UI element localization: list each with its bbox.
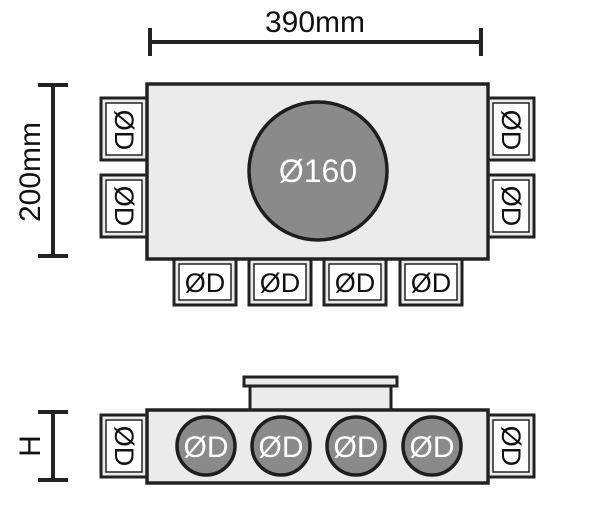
port-label: ØD (260, 268, 301, 298)
front-spigot-label: ØD (334, 431, 379, 464)
front-spigot-2 (250, 415, 312, 477)
left-port-top: ØD (99, 96, 149, 162)
bottom-port-1: ØD (172, 257, 238, 307)
port-label: ØD (496, 110, 526, 151)
right-port-bottom: ØD (486, 173, 536, 239)
left-port-bottom: ØD (99, 173, 149, 239)
top-view: 390mm 200mm ØD ØD ØD ØD (14, 6, 536, 307)
top-collar (242, 375, 399, 412)
width-label: 390mm (265, 6, 365, 39)
port-label: ØD (109, 426, 139, 467)
bottom-port-2: ØD (247, 257, 313, 307)
side-view: H ØD ØD ØD ØD ØD ØD (14, 375, 536, 485)
port-label: ØD (185, 268, 226, 298)
width-dimension: 390mm (148, 6, 483, 56)
h-label: H (14, 435, 47, 457)
port-label: ØD (496, 186, 526, 227)
h-dimension: H (14, 410, 68, 482)
front-spigot-4 (401, 415, 463, 477)
side-right-port: ØD (486, 413, 536, 479)
port-label: ØD (496, 426, 526, 467)
front-spigot-1 (175, 415, 237, 477)
front-spigot-label: ØD (259, 431, 304, 464)
port-label: ØD (411, 268, 452, 298)
height-label: 200mm (14, 122, 47, 222)
port-label: ØD (335, 268, 376, 298)
center-spigot-label: Ø160 (279, 153, 357, 189)
port-label: ØD (109, 110, 139, 151)
port-label: ØD (109, 186, 139, 227)
side-left-port: ØD (99, 413, 149, 479)
front-spigot-3 (325, 415, 387, 477)
front-spigot-label: ØD (410, 431, 455, 464)
right-port-top: ØD (486, 96, 536, 162)
center-spigot (247, 100, 389, 242)
bottom-port-3: ØD (322, 257, 388, 307)
height-dimension: 200mm (14, 83, 68, 258)
front-spigot-label: ØD (184, 431, 229, 464)
bottom-port-4: ØD (398, 257, 464, 307)
